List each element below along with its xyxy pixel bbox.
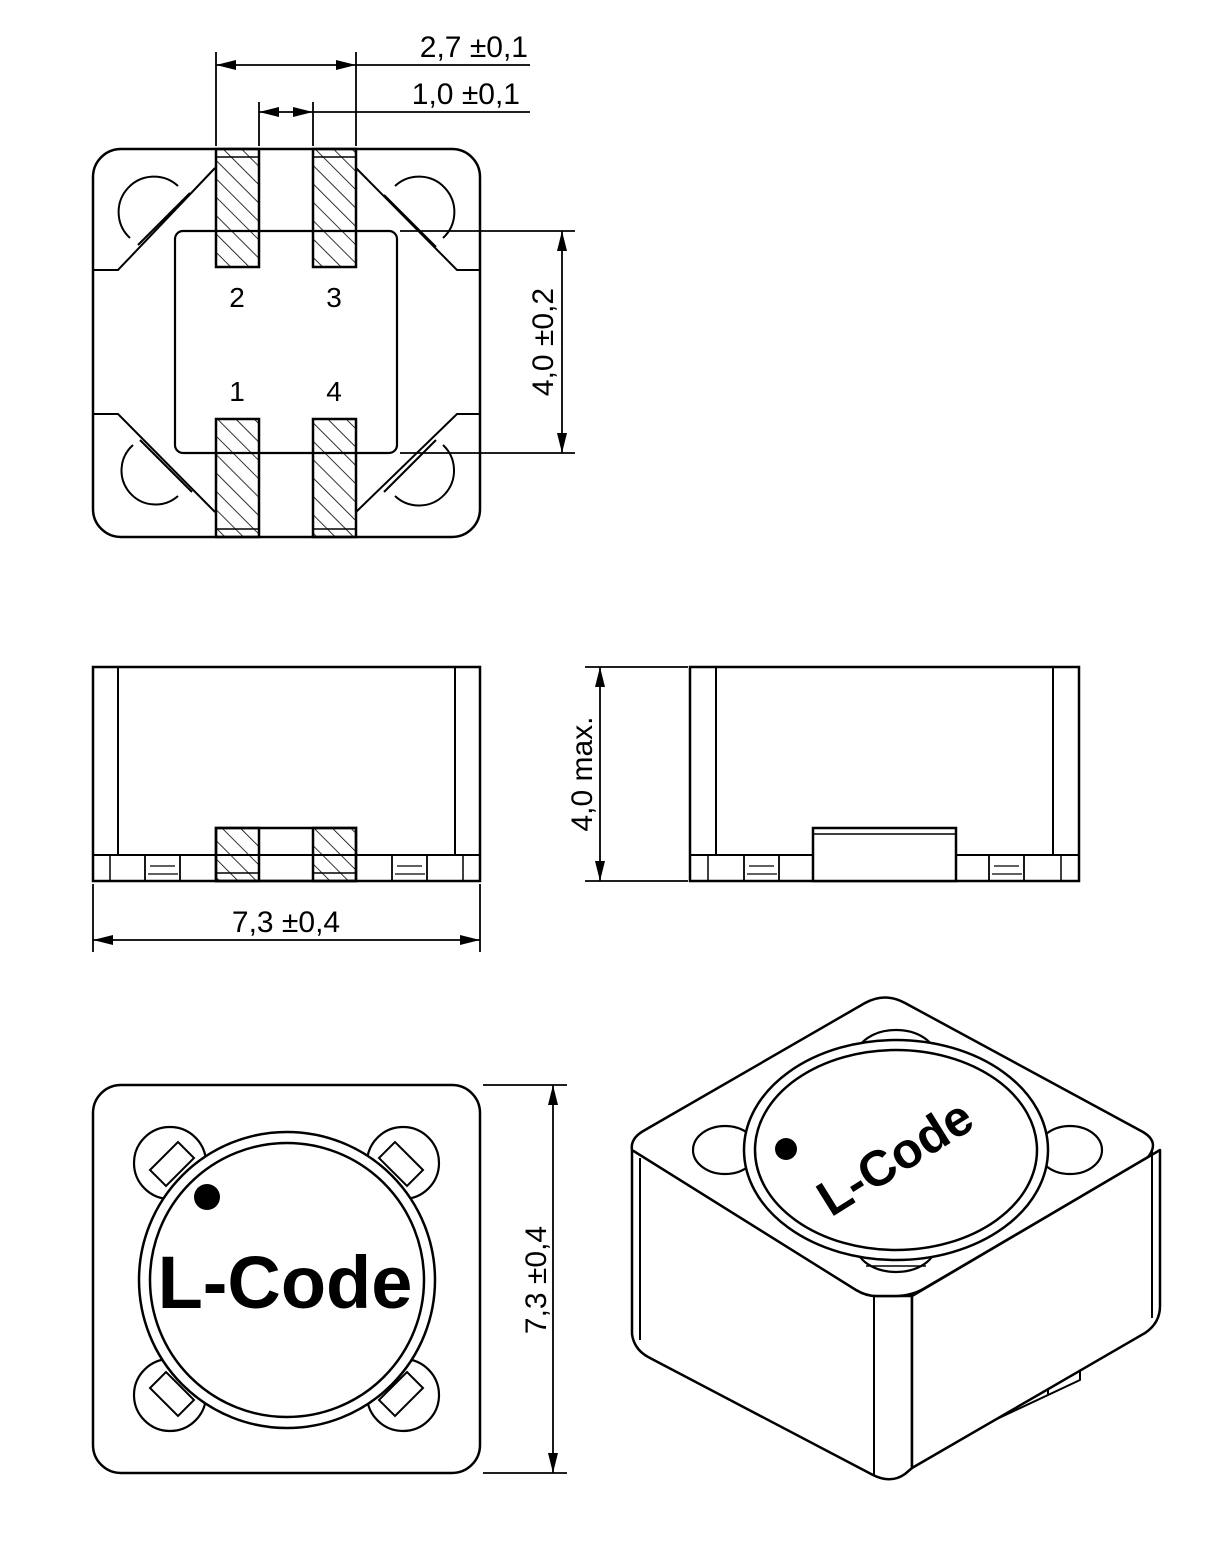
corner-lobe	[383, 439, 437, 493]
dim-height	[585, 666, 688, 882]
iso-polarity-dot	[775, 1138, 797, 1160]
pin-label-2: 2	[229, 282, 245, 313]
side-pad-left	[214, 826, 261, 883]
dim-length-top	[483, 1084, 567, 1474]
iso-view	[630, 996, 1162, 1481]
side-view-pads	[91, 665, 482, 883]
corner-lobe	[137, 192, 191, 246]
corner-lobe	[383, 194, 437, 248]
pad-3	[311, 147, 358, 269]
pin-label-4: 4	[326, 376, 342, 407]
pin-label-3: 3	[326, 282, 342, 313]
pad-4	[311, 417, 358, 539]
pad-2	[214, 147, 261, 269]
corner-lobe	[120, 444, 179, 506]
corner-lobe	[139, 439, 193, 493]
corner-lobe	[394, 444, 456, 507]
dim-pad-pitch	[215, 52, 575, 454]
dim-label-pad-pitch: 2,7 ±0,1	[420, 31, 528, 64]
bottom-view	[91, 147, 482, 539]
pad-1	[214, 417, 261, 539]
iso-right-face	[910, 1148, 1162, 1470]
pin-label-1: 1	[229, 376, 245, 407]
corner-lobe	[394, 175, 456, 239]
dim-label-pad-gap: 1,0 ±0,1	[412, 78, 520, 111]
iso-drum-inner	[753, 1048, 1039, 1252]
polarity-dot	[194, 1184, 220, 1210]
drum-inner	[148, 1141, 426, 1419]
side-view-body	[688, 665, 1081, 883]
dim-label-length-top: 7,3 ±0,4	[520, 1226, 553, 1334]
core-outline	[173, 229, 399, 455]
top-view-outline	[91, 1083, 482, 1475]
side-view-outline	[91, 665, 482, 883]
dim-label-height: 4,0 max.	[566, 716, 599, 831]
dim-label-length-side: 7,3 ±0,4	[232, 906, 340, 939]
dim-label-pad-span: 4,0 ±0,2	[527, 288, 560, 396]
side-pad-right	[311, 826, 358, 883]
marking-top: L-Code	[158, 1241, 413, 1324]
dim-length-side	[92, 884, 481, 952]
bottom-view-outline	[91, 147, 482, 539]
corner-lobe	[117, 175, 179, 239]
